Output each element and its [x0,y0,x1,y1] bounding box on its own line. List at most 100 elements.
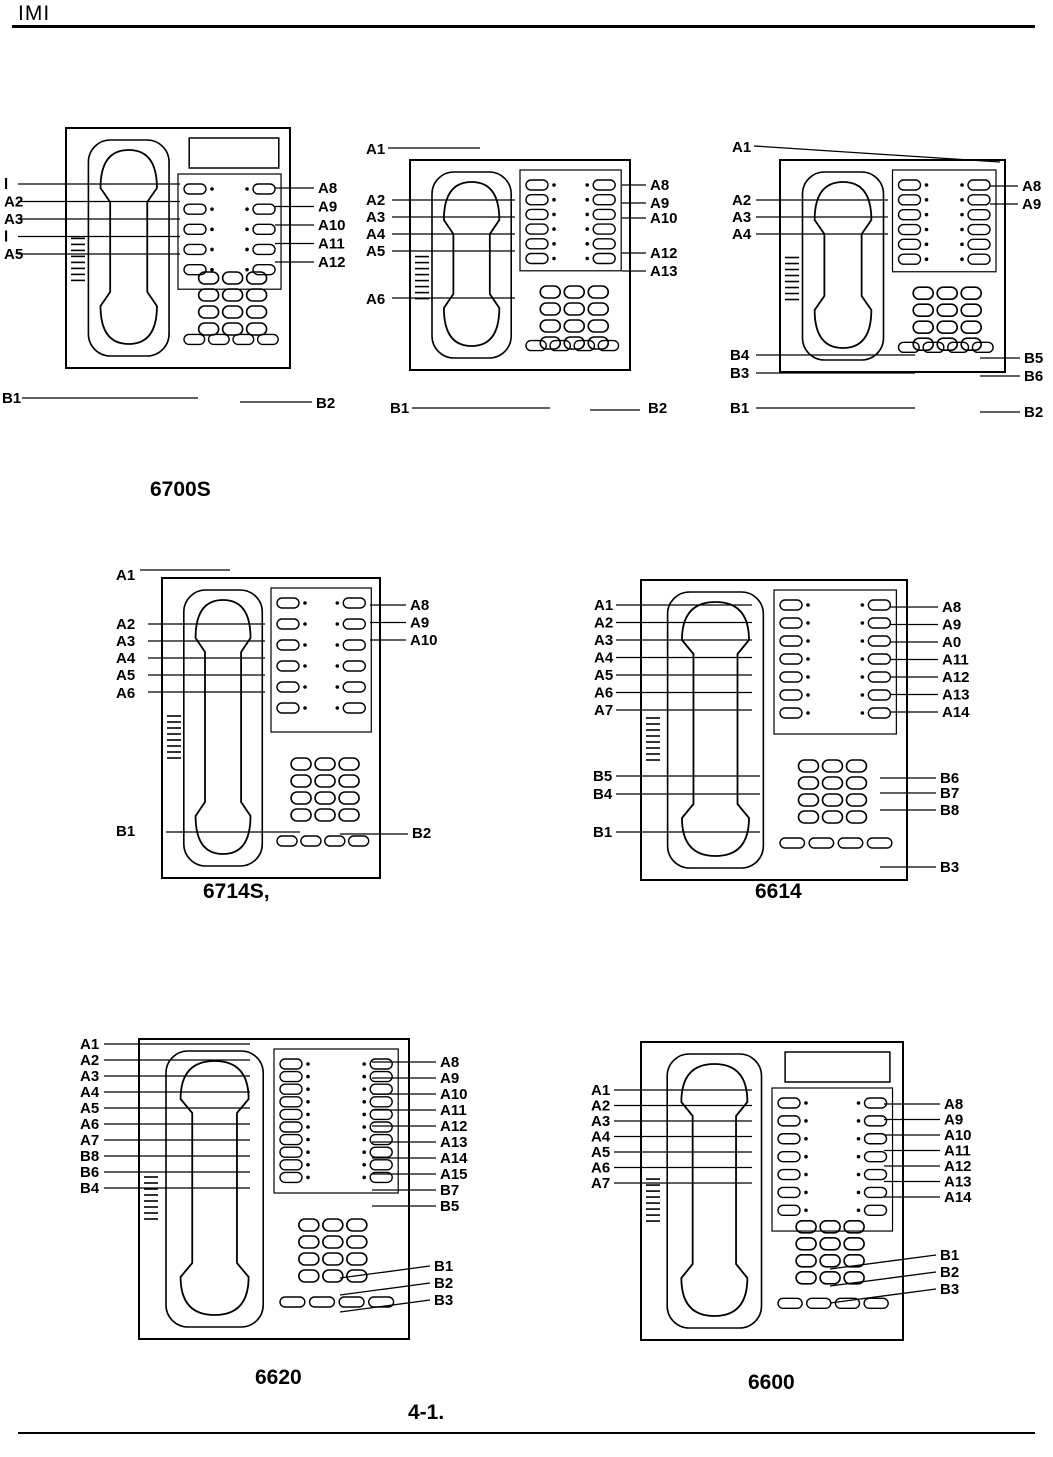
feature-key [573,339,596,352]
led [860,675,865,679]
led [552,197,556,202]
line-key [279,1096,303,1108]
dial-key [298,1252,320,1266]
line-key [863,1115,888,1127]
dial-key [298,1218,320,1232]
dial-key [563,336,586,350]
feature-key [549,339,572,352]
key-label-right: B2 [434,1275,453,1292]
handset-cradle [666,1053,763,1329]
key-label-right: A8 [1022,178,1041,195]
led [362,1150,367,1154]
line-key [777,1133,801,1145]
led [210,187,214,191]
feature-key [525,339,547,352]
key-label-right: B6 [940,770,959,787]
key-label-left: A6 [366,291,385,308]
feature-key [276,835,298,847]
key-label-right: A12 [944,1158,972,1175]
key-label-right: B7 [940,785,959,802]
dial-key [819,1220,841,1234]
led [585,242,589,246]
line-key [867,671,892,683]
key-label-left: A3 [732,209,751,226]
line-key [279,1058,303,1070]
phone-body [640,579,908,881]
footer-rule [18,1432,1035,1434]
dial-key [563,302,586,316]
key-label-left: B1 [593,824,612,841]
led [924,257,929,262]
line-key [525,223,549,235]
phone-diagram-2 [779,159,1006,373]
line-key [279,1171,303,1184]
key-label-left: A3 [80,1068,99,1085]
led [856,1136,861,1141]
line-key [369,1108,393,1121]
line-key [867,689,892,701]
led [362,1087,367,1091]
dial-key [322,1269,344,1283]
dial-key [245,271,268,285]
line-key [279,1070,303,1083]
dial-key [819,1237,841,1251]
key-label-left: A1 [80,1036,99,1053]
led [362,1100,367,1104]
key-label-left: A3 [116,633,135,650]
dial-key [797,810,820,824]
key-label-right: A14 [944,1189,972,1206]
dial-key [795,1254,817,1268]
leader-line [829,1288,937,1304]
dial-key [221,305,244,319]
key-label-right: B2 [940,1264,959,1281]
line-key [897,194,922,206]
key-label-right: A11 [944,1143,971,1160]
key-label-left: A5 [116,667,135,684]
dial-key [960,303,983,318]
dial-key [821,776,844,790]
led [552,242,556,246]
line-key [897,253,922,265]
line-key [342,702,366,714]
line-key [897,238,922,251]
dial-key [298,1269,320,1283]
led [335,601,340,605]
line-key [279,1146,303,1158]
key-label-right: A10 [440,1086,468,1103]
key-label-left: A2 [732,192,751,209]
line-key [779,653,803,665]
key-label-left: A4 [591,1129,611,1146]
key-label-left: A1 [594,597,613,614]
dial-key [843,1254,865,1268]
feature-key [347,835,370,847]
dial-key [587,336,610,350]
key-label-right: B3 [940,1281,959,1298]
key-label-right: B3 [434,1292,453,1309]
line-key [863,1097,888,1109]
key-panel [273,1048,399,1194]
dial-key [290,808,312,822]
led [924,242,929,247]
handset [442,181,501,347]
dial-key [936,303,959,318]
handset-cradle [87,139,170,357]
feature-key [232,333,255,346]
phone-body [138,1038,410,1340]
header-rule [12,25,1035,28]
key-label-left: A2 [4,194,23,211]
line-key [863,1186,888,1199]
dial-key [821,810,844,824]
dial-key [221,271,244,285]
feature-key [971,341,994,354]
caption-6620: 6620 [255,1366,302,1389]
dial-key [338,757,360,771]
led [860,639,865,643]
key-label-right: B3 [940,859,959,876]
led [306,1175,310,1180]
led [303,664,307,668]
feature-key [779,837,806,849]
key-label-left: l [4,176,8,193]
key-label-right: A9 [410,615,429,632]
key-label-left: A6 [116,685,135,702]
led [306,1112,310,1117]
